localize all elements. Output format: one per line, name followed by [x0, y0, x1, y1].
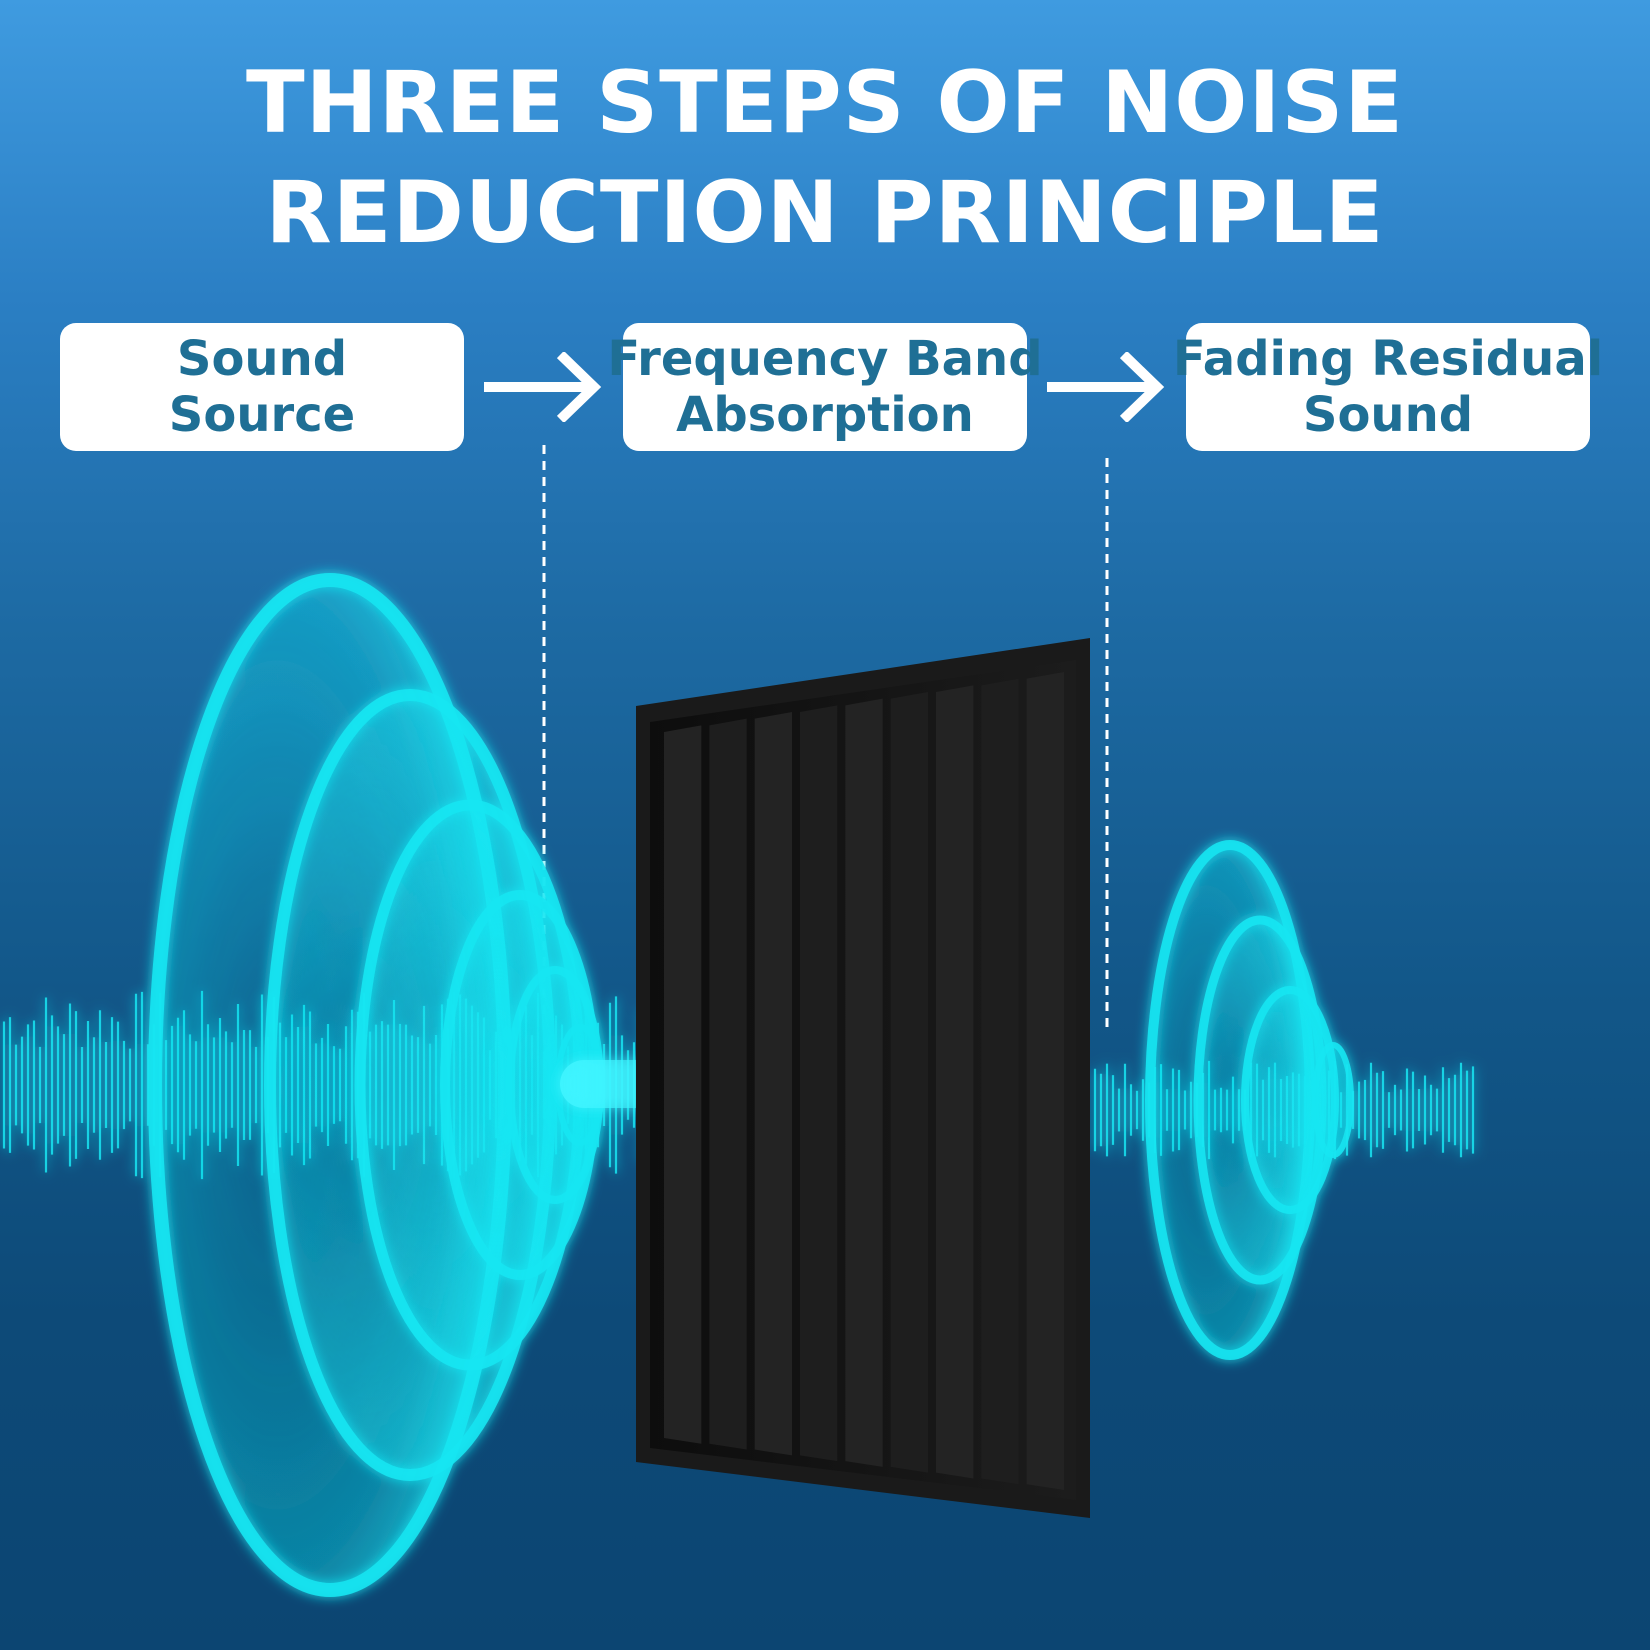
step-frequency-band-absorption: Frequency Band Absorption	[607, 323, 1043, 451]
step-sound-source: Sound Source	[60, 323, 464, 451]
sound-wave-rings-right	[1145, 840, 1354, 1360]
title-line-1: THREE STEPS OF NOISE	[245, 53, 1405, 153]
page-title: THREE STEPS OF NOISE REDUCTION PRINCIPLE	[0, 48, 1650, 268]
step-label-line-2: Source	[168, 387, 356, 443]
arrow-right-icon	[484, 352, 602, 422]
panel-slat	[709, 718, 747, 1450]
step-label-line-1: Frequency Band	[607, 331, 1043, 387]
step-label-line-1: Sound	[176, 331, 348, 387]
panel-slat	[664, 725, 702, 1444]
step-label-line-2: Absorption	[676, 387, 974, 443]
title-line-2: REDUCTION PRINCIPLE	[265, 163, 1385, 263]
step-label-line-2: Sound	[1302, 387, 1474, 443]
arrow-right-icon	[1047, 352, 1165, 422]
sound-wave-rings-left	[148, 573, 605, 1597]
panel-slat	[890, 692, 928, 1473]
panel-slat	[936, 685, 974, 1479]
panel-slat	[845, 698, 883, 1467]
panel-slat	[981, 678, 1019, 1485]
step-fading-residual-sound: Fading Residual Sound	[1173, 323, 1603, 451]
panel-slat	[754, 712, 792, 1456]
panel-slat	[1026, 672, 1064, 1490]
panel-slat	[800, 705, 838, 1462]
acoustic-panel	[636, 638, 1090, 1518]
step-label-line-1: Fading Residual	[1172, 331, 1604, 387]
